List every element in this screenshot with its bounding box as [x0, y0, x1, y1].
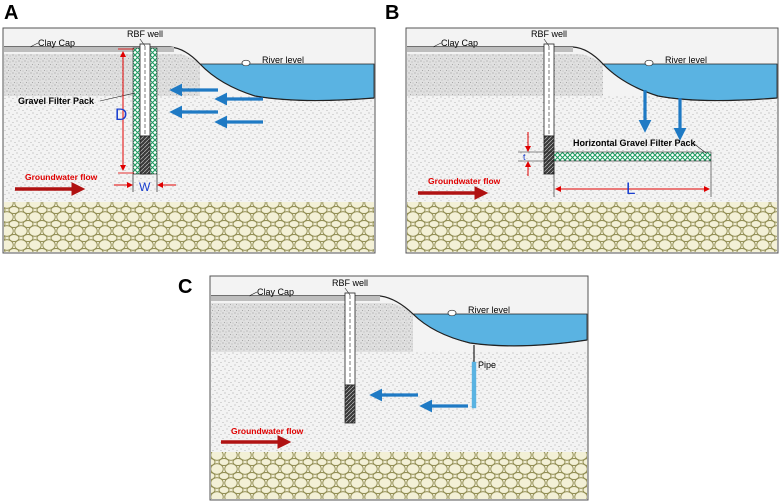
panel-a-width-symbol: W: [139, 180, 151, 194]
panel-b-well-leader: [543, 38, 550, 47]
panel-a-cobble-layer: [4, 202, 374, 252]
panel-c-flow-label: Groundwater flow: [231, 426, 304, 436]
panel-b-pack-leader: [692, 142, 707, 154]
panel-b-river-label: River level: [665, 55, 707, 65]
panel-c-aquifer: [211, 352, 587, 452]
panel-a-cap-leader: [29, 42, 39, 48]
panel-b-well-label: RBF well: [531, 29, 567, 39]
panel-a-flow-label: Groundwater flow: [25, 172, 98, 182]
panel-c-clay-cap: [211, 296, 380, 301]
panel-a-well-screen: [139, 135, 151, 175]
panel-a-letter: A: [4, 2, 18, 24]
panel-b-letter: B: [385, 2, 399, 24]
panel-b-pack-label: Horizontal Gravel Filter Pack: [573, 138, 697, 148]
panel-a-river-label: River level: [262, 55, 304, 65]
panel-a-depth-symbol: D: [115, 105, 127, 124]
panel-b-river-level-symbol: [644, 59, 654, 67]
panel-a: A RBF well Clay Cap River level Gravel F…: [2, 2, 376, 254]
panel-c-pipe-label: Pipe: [478, 360, 496, 370]
panel-c-cap-leader: [248, 291, 258, 297]
panel-c-well-screen: [344, 384, 356, 424]
panel-c-well-label: RBF well: [332, 278, 368, 288]
panel-b-ground-surface: [407, 46, 778, 102]
panel-a-well-label: RBF well: [127, 29, 163, 39]
panel-c-river-label: River level: [468, 305, 510, 315]
panel-b-horizontal-filter-pack: [553, 151, 712, 162]
panel-b-upper-sand: [407, 54, 603, 96]
panel-c-upper-sand: [211, 303, 413, 352]
panel-a-river-level-symbol: [241, 59, 251, 67]
panel-c-well-leader: [344, 287, 351, 296]
panel-b-flow-label: Groundwater flow: [428, 176, 501, 186]
panel-b-cap-leader: [432, 42, 442, 48]
panel-c-letter: C: [178, 276, 192, 298]
panel-c: C RBF well Clay Cap River level Pipe Gro…: [178, 275, 589, 501]
panel-b-cobble-layer: [407, 202, 777, 252]
panel-b-cap-label: Clay Cap: [441, 38, 478, 48]
panel-a-ground-surface: [4, 46, 375, 102]
panel-b: B RBF well Clay Cap River level Horizont…: [385, 2, 779, 254]
panel-a-cap-label: Clay Cap: [38, 38, 75, 48]
panel-b-thickness-symbol: t: [523, 152, 526, 162]
panel-b-well-screen: [543, 135, 555, 175]
panel-a-pack-label: Gravel Filter Pack: [18, 96, 95, 106]
panel-c-river-level-symbol: [447, 309, 457, 317]
panel-c-cobble-layer: [211, 452, 587, 499]
panel-a-well-leader: [139, 38, 146, 47]
panel-a-clay-cap: [4, 47, 174, 52]
panel-b-clay-cap: [407, 47, 573, 52]
panel-a-upper-sand: [4, 54, 200, 96]
panel-c-cap-label: Clay Cap: [257, 287, 294, 297]
panel-b-aquifer: [407, 96, 777, 201]
panel-c-pipe: [471, 361, 477, 409]
panel-a-pack-leader: [99, 92, 136, 102]
panel-c-ground-surface: [211, 295, 588, 347]
panel-b-length-symbol: L: [626, 179, 635, 198]
